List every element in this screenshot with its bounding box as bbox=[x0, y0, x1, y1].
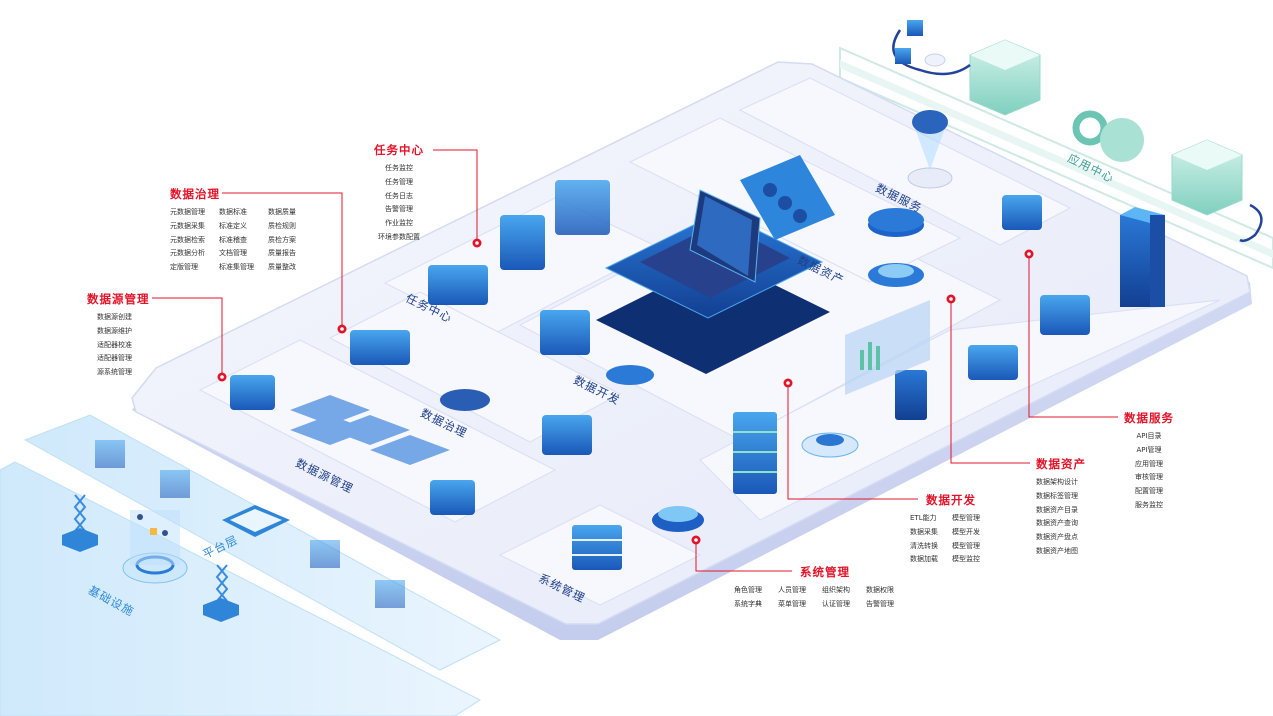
callout-item: 质检方案 bbox=[268, 235, 296, 244]
callout-item: 任务管理 bbox=[385, 177, 413, 186]
callout-item-list: ETL能力 模型管理 数据采集 模型开发 清洗转换 模型管理 数据加载 模型监控 bbox=[910, 512, 980, 567]
callout-item: 作业监控 bbox=[385, 219, 413, 228]
callout-item: API目录 bbox=[1136, 432, 1162, 440]
callout-item: 元数据采集 bbox=[170, 221, 205, 230]
callout-item: 告警管理 bbox=[385, 205, 413, 214]
callout-item: 源系统管理 bbox=[97, 368, 132, 377]
callout-item: 适配器管理 bbox=[97, 354, 132, 363]
glass-blocks-icon bbox=[290, 395, 450, 465]
callout-item: 人员管理 bbox=[778, 586, 806, 594]
callout-item: 元数据管理 bbox=[170, 208, 205, 216]
callout-title: 数据治理 bbox=[170, 187, 220, 201]
callout-item: 服务监控 bbox=[1135, 500, 1163, 509]
cloud-download-icon bbox=[907, 110, 953, 189]
callout-item: 数据资产盘点 bbox=[1036, 533, 1078, 542]
laptop-icon bbox=[596, 189, 830, 374]
callout-title: 数据源管理 bbox=[87, 292, 150, 306]
callout-item: 数据资产地图 bbox=[1036, 546, 1078, 555]
callout-item: 元数据分析 bbox=[170, 249, 205, 258]
callout-item: 标准稽查 bbox=[219, 235, 247, 244]
callout-item: 菜单管理 bbox=[778, 599, 806, 608]
callout-item: 数据采集 bbox=[910, 527, 938, 536]
callout-item-list: 任务监控 任务管理 任务日志 告警管理 作业监控 环境参数配置 bbox=[374, 162, 424, 245]
callout-item: 角色管理 bbox=[734, 586, 762, 594]
callout-item: 审核管理 bbox=[1135, 473, 1163, 482]
callout-item: 标准集管理 bbox=[219, 263, 254, 272]
callout-item: 配置管理 bbox=[1135, 487, 1163, 496]
callout-data-development: 数据开发 ETL能力 模型管理 数据采集 模型开发 清洗转换 模型管理 数据加载… bbox=[910, 492, 980, 567]
callout-item: 质量整改 bbox=[268, 263, 296, 272]
infrastructure-layer bbox=[0, 414, 502, 716]
platform-chip-icon bbox=[222, 505, 290, 537]
callout-item: 数据源创建 bbox=[97, 313, 132, 321]
cloud-icon bbox=[1072, 110, 1144, 162]
database-cylinder-icon bbox=[122, 510, 188, 584]
callout-data-source-mgmt: 数据源管理 数据源创建 数据源维护 适配器校准 适配器管理 源系统管理 bbox=[87, 291, 150, 380]
callout-title: 任务中心 bbox=[374, 143, 424, 157]
callout-data-assets: 数据资产 数据架构设计 数据标签管理 数据资产目录 数据资产查询 数据资产盘点 … bbox=[1036, 456, 1086, 559]
callout-item-list: 数据源创建 数据源维护 适配器校准 适配器管理 源系统管理 bbox=[87, 311, 150, 380]
callout-item: 数据质量 bbox=[268, 208, 296, 216]
database-stack-icon bbox=[230, 180, 1090, 515]
callout-system-mgmt: 系统管理 角色管理 人员管理 组织架构 数据权限 系统字典 菜单管理 认证管理 … bbox=[734, 564, 894, 612]
main-platform bbox=[131, 61, 1252, 640]
callout-item: 数据加载 bbox=[910, 555, 938, 564]
callout-data-governance: 数据治理 元数据管理 数据标准 数据质量 元数据采集 标准定义 质检规则 元数据… bbox=[170, 186, 296, 275]
callout-item: 定版管理 bbox=[170, 263, 198, 272]
server-stack-icon bbox=[733, 412, 777, 494]
callout-item: 标准定义 bbox=[219, 221, 247, 230]
callout-item: 模型监控 bbox=[952, 555, 980, 564]
callout-item: 质量报告 bbox=[268, 249, 296, 258]
dna-helix-icon bbox=[73, 494, 229, 602]
server-stack-icon bbox=[572, 525, 622, 570]
callout-item-list: 元数据管理 数据标准 数据质量 元数据采集 标准定义 质检规则 元数据检索 标准… bbox=[170, 206, 296, 275]
callout-item: 模型开发 bbox=[952, 527, 980, 536]
callout-item: 数据资产目录 bbox=[1036, 505, 1078, 514]
bitcoin-coin-icon bbox=[868, 208, 924, 287]
callout-item: 数据标签管理 bbox=[1036, 491, 1078, 500]
leader-lines bbox=[152, 149, 1118, 572]
callout-item: 认证管理 bbox=[822, 599, 850, 608]
callout-item: 模型管理 bbox=[952, 514, 980, 522]
callout-item: ETL能力 bbox=[910, 514, 937, 522]
callout-title: 数据开发 bbox=[926, 493, 976, 507]
callout-item: 环境参数配置 bbox=[378, 232, 420, 241]
callout-item: 任务监控 bbox=[385, 164, 413, 172]
coin-tray-icon bbox=[740, 155, 835, 240]
network-node-icon bbox=[892, 20, 971, 76]
callout-item: 数据权限 bbox=[866, 586, 894, 594]
callout-item-list: 数据架构设计 数据标签管理 数据资产目录 数据资产查询 数据资产盘点 数据资产地… bbox=[1036, 476, 1086, 559]
callout-item: 数据架构设计 bbox=[1036, 478, 1078, 486]
callout-item: 数据标准 bbox=[219, 208, 247, 216]
callout-title: 系统管理 bbox=[800, 565, 850, 579]
chip-tower-icon bbox=[440, 365, 704, 532]
application-layer bbox=[839, 20, 1273, 270]
callout-item: 质检规则 bbox=[268, 221, 296, 230]
callout-item-list: 角色管理 人员管理 组织架构 数据权限 系统字典 菜单管理 认证管理 告警管理 bbox=[734, 584, 894, 612]
callout-item: 任务日志 bbox=[385, 191, 413, 200]
callout-item: API管理 bbox=[1136, 445, 1162, 454]
disc-icon bbox=[801, 432, 859, 458]
callout-item: 文档管理 bbox=[219, 249, 247, 258]
callout-item: 系统字典 bbox=[734, 599, 762, 608]
callout-data-services: 数据服务 API目录 API管理 应用管理 审核管理 配置管理 服务监控 bbox=[1124, 410, 1174, 513]
callout-item: 元数据检索 bbox=[170, 235, 205, 244]
callout-item: 适配器校准 bbox=[97, 340, 132, 349]
callout-item: 组织架构 bbox=[822, 586, 850, 594]
callout-item: 告警管理 bbox=[866, 599, 894, 608]
server-tower-icon bbox=[1120, 207, 1165, 307]
app-server-icon bbox=[1171, 139, 1243, 216]
callout-item: 应用管理 bbox=[1135, 459, 1163, 468]
callout-item: 清洗转换 bbox=[910, 541, 938, 550]
callout-item: 模型管理 bbox=[952, 541, 980, 550]
callout-item: 数据源维护 bbox=[97, 326, 132, 335]
callout-item: 数据资产查询 bbox=[1036, 519, 1078, 528]
callout-item-list: API目录 API管理 应用管理 审核管理 配置管理 服务监控 bbox=[1124, 430, 1174, 513]
app-server-icon bbox=[969, 39, 1041, 116]
callout-task-center: 任务中心 任务监控 任务管理 任务日志 告警管理 作业监控 环境参数配置 bbox=[374, 142, 424, 245]
callout-title: 数据服务 bbox=[1124, 411, 1174, 425]
analytics-panel-icon bbox=[845, 300, 930, 395]
callout-title: 数据资产 bbox=[1036, 457, 1086, 471]
